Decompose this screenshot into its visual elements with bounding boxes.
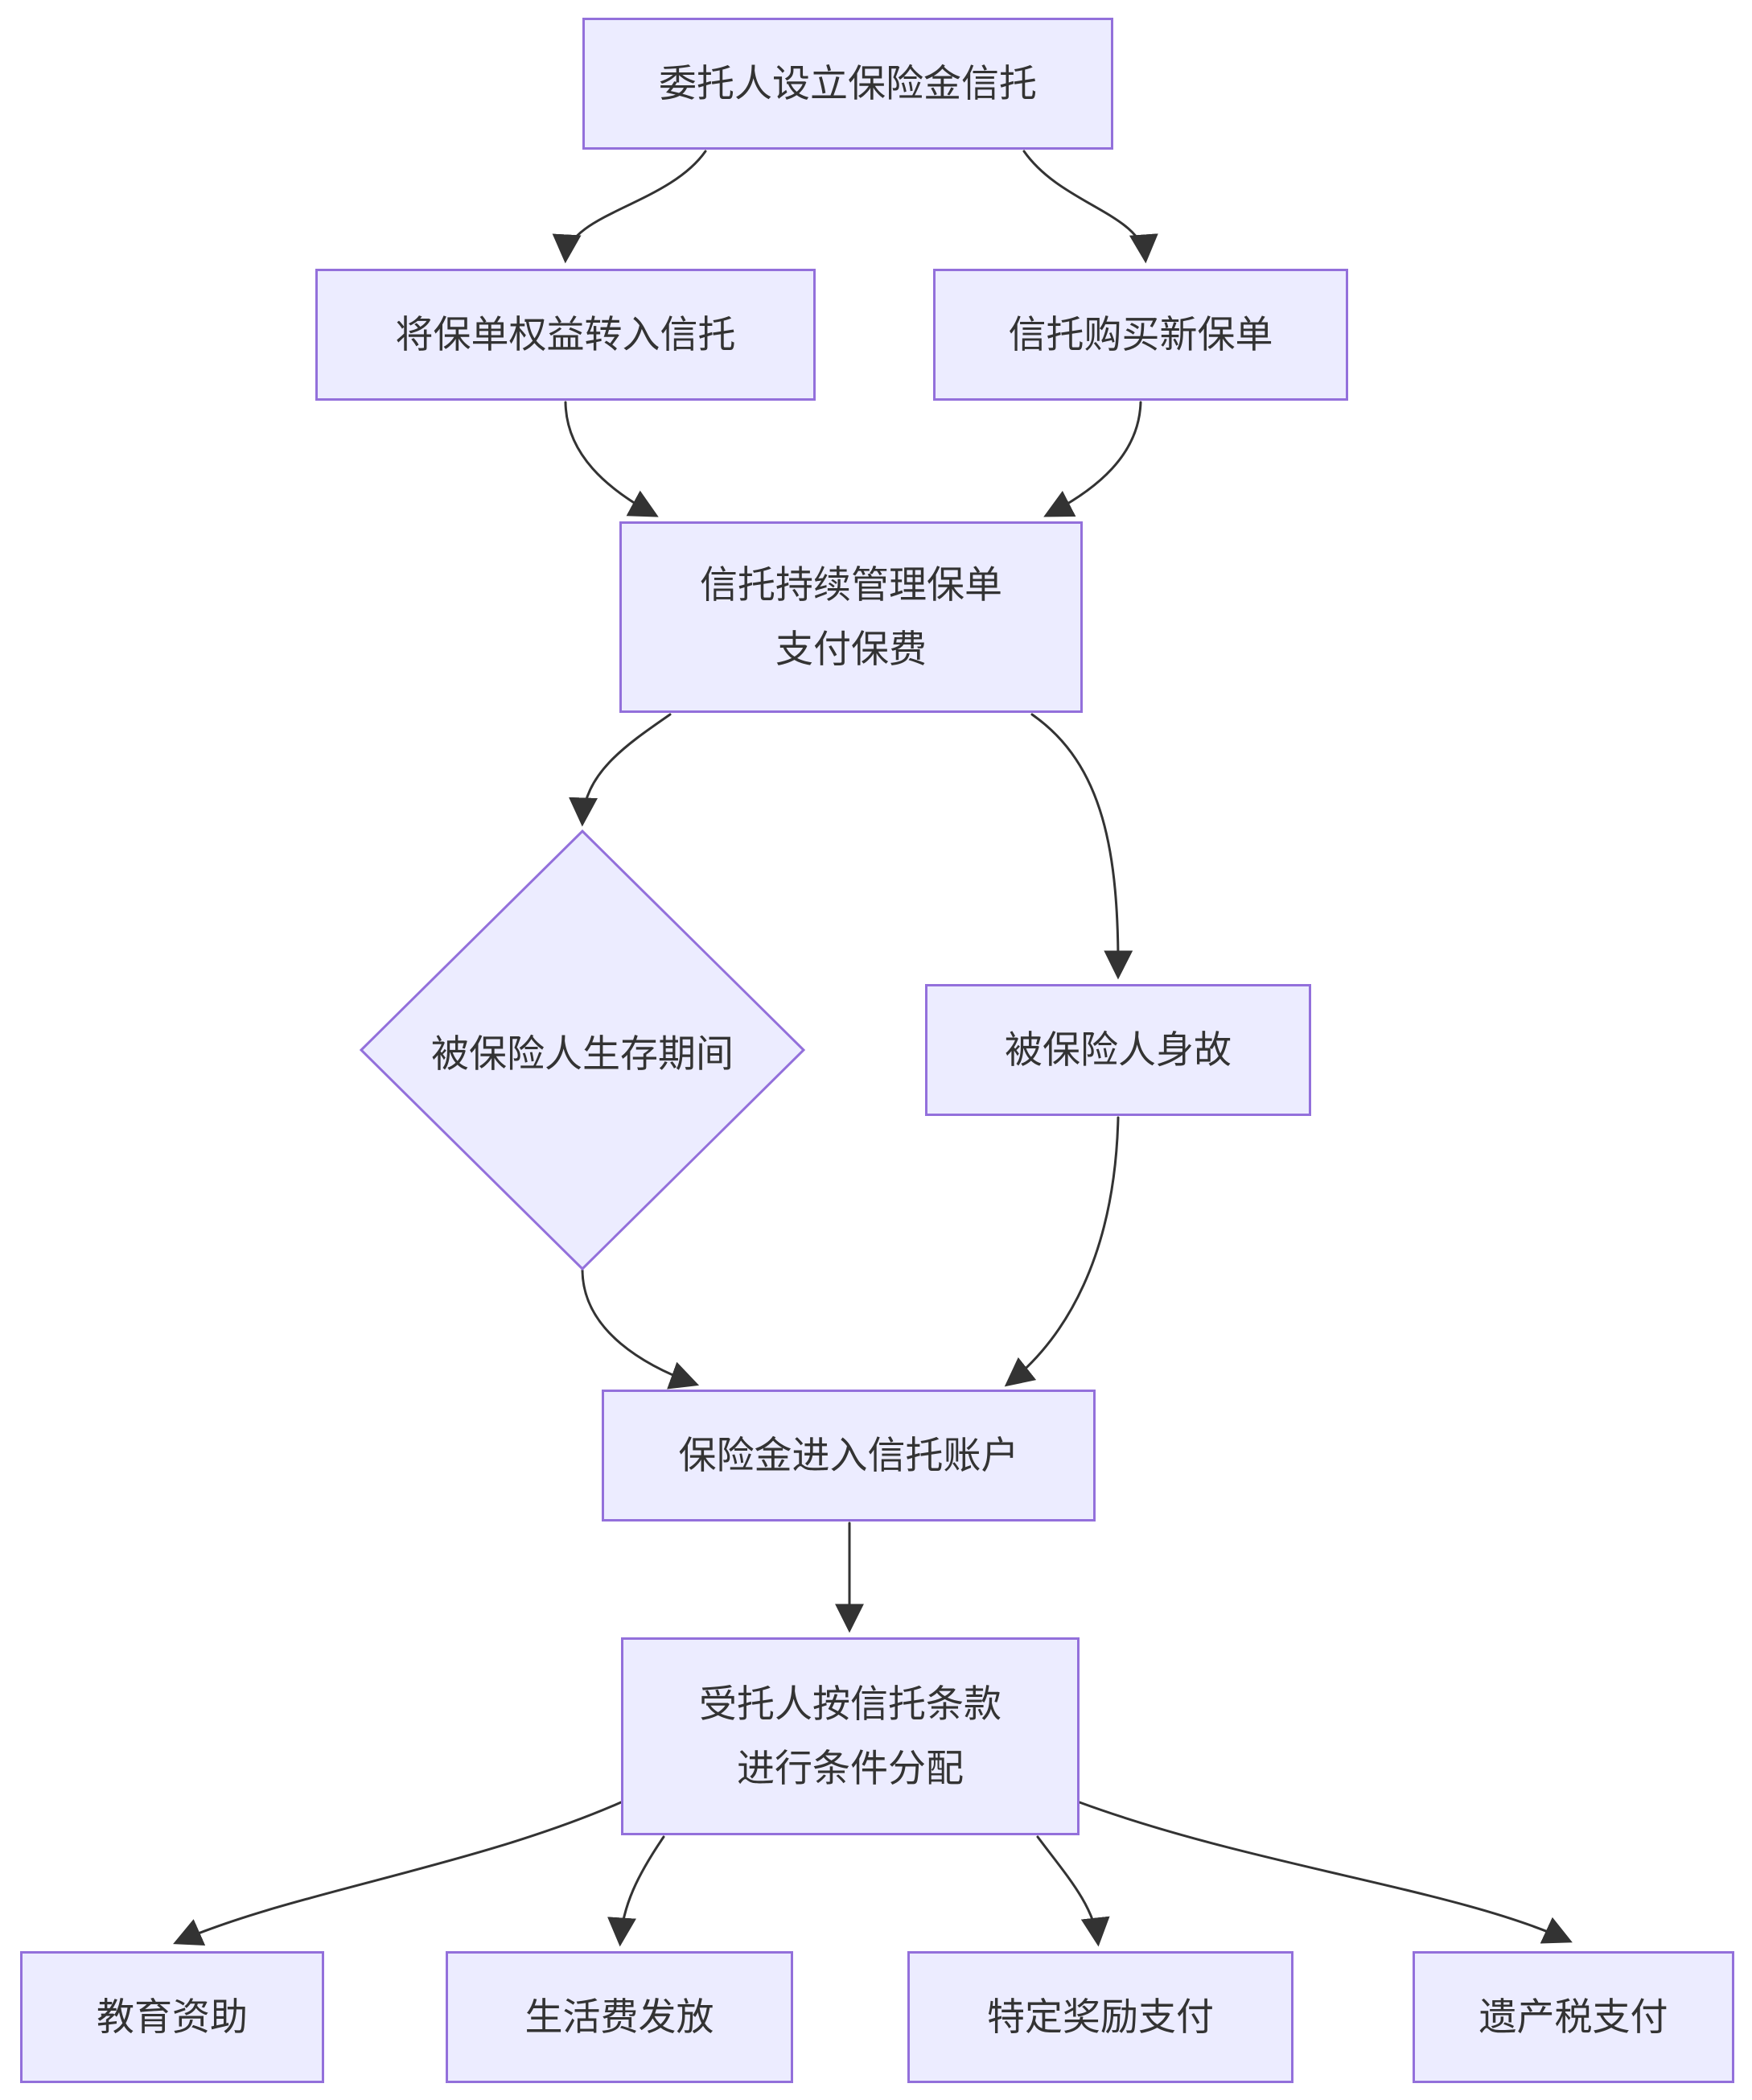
node-estate-tax-payment: 遗产税支付: [1413, 1951, 1734, 2083]
node-insured-alive-decision: 被保险人生存期间: [361, 1002, 804, 1098]
node-label: 生活费发放: [524, 1995, 714, 2039]
node-trust-buys-new-policy: 信托购买新保单: [933, 269, 1348, 401]
node-proceeds-enter-trust-account: 保险金进入信托账户: [602, 1390, 1096, 1521]
node-transfer-policy-rights: 将保单权益转入信托: [315, 269, 816, 401]
edge-distribute-to-estate: [1078, 1801, 1573, 1944]
node-label: 保险金进入信托账户: [678, 1434, 1019, 1477]
node-label: 将保单权益转入信托: [395, 313, 736, 356]
node-label-line1: 受托人按信托条款: [699, 1682, 1001, 1726]
node-education-fund: 教育资助: [20, 1951, 324, 2083]
edge-manage-to-death: [1030, 713, 1133, 980]
edge-transfer-to-manage: [564, 401, 659, 517]
node-label: 教育资助: [97, 1995, 248, 2039]
node-living-expense-payout: 生活费发放: [446, 1951, 793, 2083]
node-label: 被保险人生存期间: [431, 1031, 734, 1075]
node-label: 被保险人身故: [1005, 1028, 1232, 1072]
edge-establish-to-purchase: [1022, 150, 1158, 264]
node-label: 特定奖励支付: [987, 1995, 1214, 2039]
decision-diamond-shape: [359, 829, 806, 1271]
node-label-line1: 信托持续管理保单: [700, 563, 1002, 607]
edge-distribute-to-incentive: [1036, 1835, 1110, 1947]
edge-alive-to-proceeds: [581, 1269, 700, 1390]
edge-establish-to-transfer: [552, 150, 707, 264]
node-label-line2: 支付保费: [775, 628, 927, 670]
edge-manage-to-alive: [569, 713, 672, 827]
edge-purchase-to-manage: [1043, 401, 1142, 517]
node-label: 信托购买新保单: [1008, 313, 1273, 356]
node-settlor-establishes-trust: 委托人设立保险金信托: [582, 18, 1113, 150]
node-insured-death: 被保险人身故: [925, 984, 1311, 1116]
node-trustee-conditional-distribution: 受托人按信托条款 进行条件分配: [621, 1637, 1080, 1835]
edge-distribute-to-education: [173, 1801, 623, 1946]
node-specific-incentive-payment: 特定奖励支付: [907, 1951, 1293, 2083]
edge-distribute-to-living: [607, 1835, 665, 1947]
node-label-line2: 进行条件分配: [737, 1747, 964, 1789]
edge-death-to-proceeds: [1004, 1116, 1120, 1387]
node-label: 委托人设立保险金信托: [659, 62, 1037, 105]
node-label: 遗产税支付: [1479, 1995, 1668, 2039]
node-trust-manages-policy: 信托持续管理保单 支付保费: [619, 521, 1083, 713]
